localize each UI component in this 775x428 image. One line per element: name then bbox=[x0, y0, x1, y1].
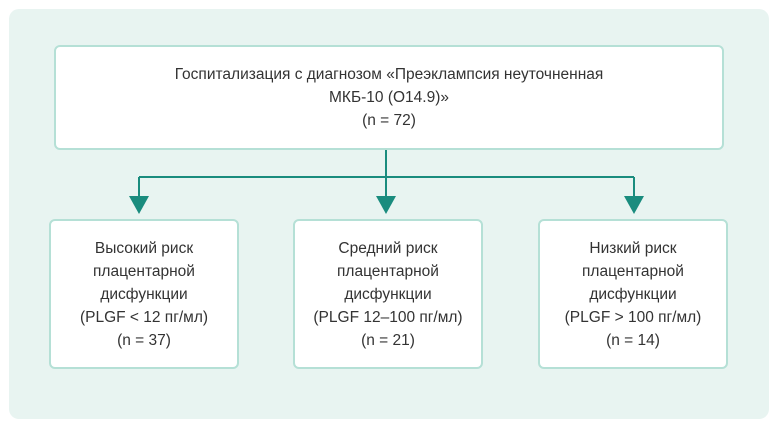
low-risk-line-4: (PLGF > 100 пг/мл) bbox=[564, 308, 702, 326]
medium-risk-line-2: плацентарной bbox=[337, 262, 439, 280]
root-line-2: МКБ-10 (O14.9)» bbox=[329, 89, 449, 106]
arrow-head-mid bbox=[376, 196, 396, 214]
high-risk-line-1: Высокий риск bbox=[94, 239, 194, 257]
low-risk-line-5: (n = 14) bbox=[606, 331, 660, 349]
medium-risk-line-5: (n = 21) bbox=[361, 331, 415, 349]
root-node-hospitalization: Госпитализация с диагнозом «Преэклампсия… bbox=[54, 45, 724, 150]
arrow-head-low bbox=[624, 196, 644, 214]
high-risk-line-2: плацентарной bbox=[93, 262, 195, 280]
high-risk-line-5: (n = 37) bbox=[117, 331, 171, 349]
medium-risk-line-3: дисфункции bbox=[344, 285, 432, 303]
root-line-1: Госпитализация с диагнозом «Преэклампсия… bbox=[174, 66, 604, 83]
low-risk-line-1: Низкий риск bbox=[589, 239, 677, 257]
root-line-3: (n = 72) bbox=[362, 112, 416, 129]
node-high-risk: Высокий риск плацентарной дисфункции (PL… bbox=[49, 219, 239, 369]
low-risk-line-3: дисфункции bbox=[589, 285, 677, 303]
high-risk-line-4: (PLGF < 12 пг/мл) bbox=[79, 308, 209, 326]
node-low-risk: Низкий риск плацентарной дисфункции (PLG… bbox=[538, 219, 728, 369]
medium-risk-line-1: Средний риск bbox=[338, 239, 438, 257]
low-risk-line-2: плацентарной bbox=[582, 262, 684, 280]
arrow-head-high bbox=[129, 196, 149, 214]
node-medium-risk: Средний риск плацентарной дисфункции (PL… bbox=[293, 219, 483, 369]
high-risk-line-3: дисфункции bbox=[100, 285, 188, 303]
medium-risk-line-4: (PLGF 12–100 пг/мл) bbox=[313, 308, 463, 326]
